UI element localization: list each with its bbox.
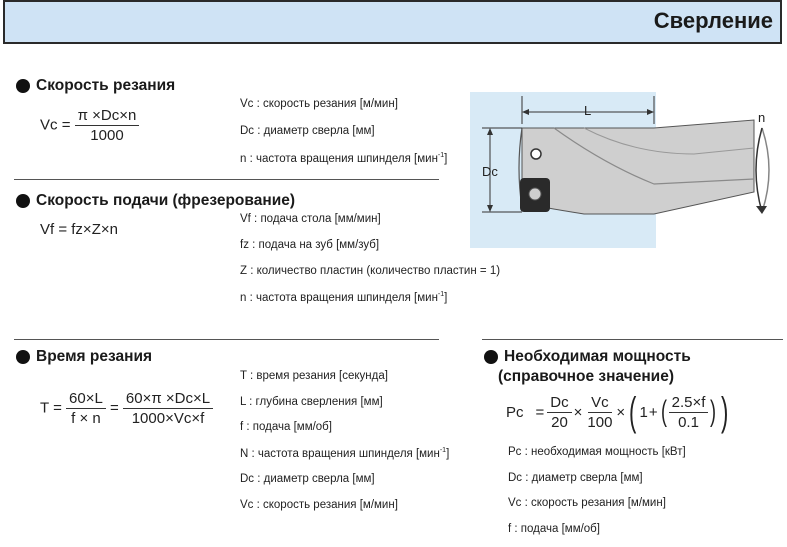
fraction-denominator: 0.1 <box>678 413 699 431</box>
section-cutting-time-title: Время резания <box>16 348 152 366</box>
section-title-text: Время резания <box>36 348 153 365</box>
formula-eq: = <box>535 403 545 421</box>
power-formula: Pc = Dc 20 × Vc 100 × ( 1 + ( 2.5×f 0.1 … <box>506 392 732 432</box>
fraction-numerator: 60×L <box>66 390 106 409</box>
bullet-icon <box>16 79 30 93</box>
fraction-numerator: Vc <box>588 394 612 413</box>
def-t: T : время резания [секунда] <box>240 370 388 382</box>
arrow-right-icon <box>647 109 654 115</box>
paren-close: ) <box>710 395 717 428</box>
paren-open: ( <box>660 395 667 428</box>
cutting-time-formula: T = 60×L f × n = 60×π ×Dc×L 1000×Vc×f <box>40 390 214 427</box>
formula-times: × <box>616 403 626 421</box>
def-l: L : глубина сверления [мм] <box>240 396 383 408</box>
formula-eq: = <box>61 116 71 134</box>
rotation-arc-back <box>761 127 770 213</box>
def-vc2: Vc : скорость резания [м/мин] <box>240 499 398 511</box>
fraction-numerator: 2.5×f <box>668 394 709 413</box>
section-feed-speed-title: Скорость подачи (фрезерование) <box>16 192 295 210</box>
fraction-numerator: 60×π ×Dc×L <box>122 390 214 409</box>
formula-fraction: Dc 20 <box>547 394 572 431</box>
formula-lhs: Vc <box>40 116 58 134</box>
rotation-arrow-icon <box>756 206 767 214</box>
label-dc: Dc <box>482 164 498 179</box>
formula-lhs: T <box>40 399 49 417</box>
formula-lhs: Pc <box>506 403 524 421</box>
def-fz: fz : подача на зуб [мм/зуб] <box>240 239 380 251</box>
def-vc3: Vc : скорость резания [м/мин] <box>508 497 666 509</box>
formula-fraction: 2.5×f 0.1 <box>668 394 709 431</box>
arrow-left-icon <box>522 109 529 115</box>
section-cutting-speed-title: Скорость резания <box>16 77 175 95</box>
section-divider <box>14 339 439 340</box>
fraction-denominator: 1000×Vc×f <box>131 410 205 427</box>
flute-line <box>583 127 755 155</box>
def-dc3: Dc : диаметр сверла [мм] <box>508 472 643 484</box>
fraction-denominator: f × n <box>71 410 101 427</box>
section-divider <box>14 179 439 180</box>
bullet-icon <box>16 350 30 364</box>
feed-speed-formula: Vf = fz×Z×n <box>40 221 118 238</box>
formula-fraction: 60×π ×Dc×L 1000×Vc×f <box>122 390 214 427</box>
header-bar <box>3 0 782 44</box>
coolant-hole-icon <box>530 148 542 160</box>
paren-open: ( <box>629 390 637 434</box>
section-title-text: Скорость резания <box>36 77 176 94</box>
formula-times: × <box>573 403 583 421</box>
fraction-denominator: 1000 <box>90 127 124 144</box>
formula-one: 1 <box>639 403 648 421</box>
arrow-down-icon <box>487 205 493 212</box>
arrow-up-icon <box>487 128 493 135</box>
label-n: n <box>758 110 765 125</box>
drill-diagram: Dc L n <box>470 92 770 248</box>
bullet-icon <box>16 194 30 208</box>
page-title: Сверление <box>653 8 773 33</box>
fraction-numerator: π ×Dc×n <box>74 107 140 126</box>
section-title-text: Необходимая мощность <box>504 348 691 365</box>
def-n2: n : частота вращения шпинделя [мин-1] <box>240 291 448 304</box>
formula-eq: = <box>109 399 119 417</box>
fraction-numerator: Dc <box>547 394 572 413</box>
formula-fraction: π ×Dc×n 1000 <box>74 107 140 144</box>
label-l: L <box>584 103 591 118</box>
def-dc: Dc : диаметр сверла [мм] <box>240 125 375 137</box>
def-pc: Pc : необходимая мощность [кВт] <box>508 446 686 458</box>
def-N: N : частота вращения шпинделя [мин-1] <box>240 447 450 460</box>
section-title-text: Скорость подачи (фрезерование) <box>36 192 296 209</box>
formula-eq: = <box>53 399 62 417</box>
fraction-denominator: 20 <box>551 413 568 431</box>
insert-screw-icon <box>528 187 542 201</box>
def-dc2: Dc : диаметр сверла [мм] <box>240 473 375 485</box>
formula-fraction: 60×L f × n <box>66 390 106 427</box>
def-vf: Vf : подача стола [мм/мин] <box>240 213 381 225</box>
rotation-arc <box>755 127 763 213</box>
bullet-icon <box>484 350 498 364</box>
section-power-subtitle: (справочное значение) <box>498 368 674 385</box>
def-f: f : подача [мм/об] <box>240 421 332 433</box>
section-divider <box>482 339 783 340</box>
def-z: Z : количество пластин (количество пласт… <box>240 265 501 277</box>
def-f2: f : подача [мм/об] <box>508 523 600 535</box>
drill-body <box>521 119 755 215</box>
def-n: n : частота вращения шпинделя [мин-1] <box>240 152 448 165</box>
flute-line <box>553 127 755 185</box>
cutting-speed-formula: Vc = π ×Dc×n 1000 <box>40 107 140 144</box>
formula-plus: + <box>648 403 658 421</box>
section-power-title: Необходимая мощность <box>484 348 691 366</box>
def-vc: Vc : скорость резания [м/мин] <box>240 98 398 110</box>
paren-close: ) <box>721 390 729 434</box>
fraction-denominator: 100 <box>587 413 613 431</box>
formula-fraction: Vc 100 <box>584 394 615 431</box>
